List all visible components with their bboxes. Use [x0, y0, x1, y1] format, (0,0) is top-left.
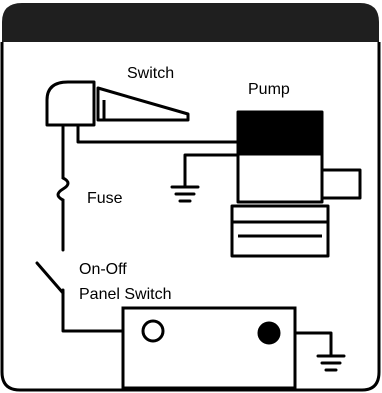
- wire-panel-switch-to-battery: [61, 288, 144, 333]
- pump-icon: [230, 110, 362, 258]
- fuse-icon: [56, 170, 70, 212]
- panel-switch-blade: [35, 261, 65, 295]
- pump-label: Pump: [248, 81, 290, 98]
- pump-base-ring: [230, 204, 330, 224]
- pump-body: [236, 152, 324, 204]
- float-switch-icon: [45, 80, 190, 127]
- pump-motor-cap: [236, 110, 324, 156]
- panel-switch-label-line2: Panel Switch: [79, 286, 172, 303]
- ground-icon: [316, 354, 346, 372]
- diagram-frame: [0, 3, 381, 392]
- ground-icon: [170, 185, 200, 203]
- frame-border: [0, 42, 381, 392]
- battery-terminal-negative: [257, 321, 281, 345]
- battery-terminal-positive: [141, 319, 165, 343]
- wire-switch-to-pump: [76, 123, 240, 144]
- pump-strainer-base: [230, 220, 330, 258]
- battery-icon: [121, 306, 297, 390]
- frame-header-bar: [2, 3, 379, 42]
- pump-outlet: [320, 168, 362, 200]
- float-switch-arm: [96, 86, 190, 122]
- panel-switch-label-line1: On-Off: [79, 261, 127, 278]
- fuse-label: Fuse: [87, 190, 123, 207]
- switch-label: Switch: [127, 65, 174, 82]
- wire-pump-to-ground: [183, 153, 240, 189]
- float-switch-housing: [45, 80, 96, 127]
- battery-case: [121, 306, 297, 390]
- panel-switch-icon: [35, 261, 65, 295]
